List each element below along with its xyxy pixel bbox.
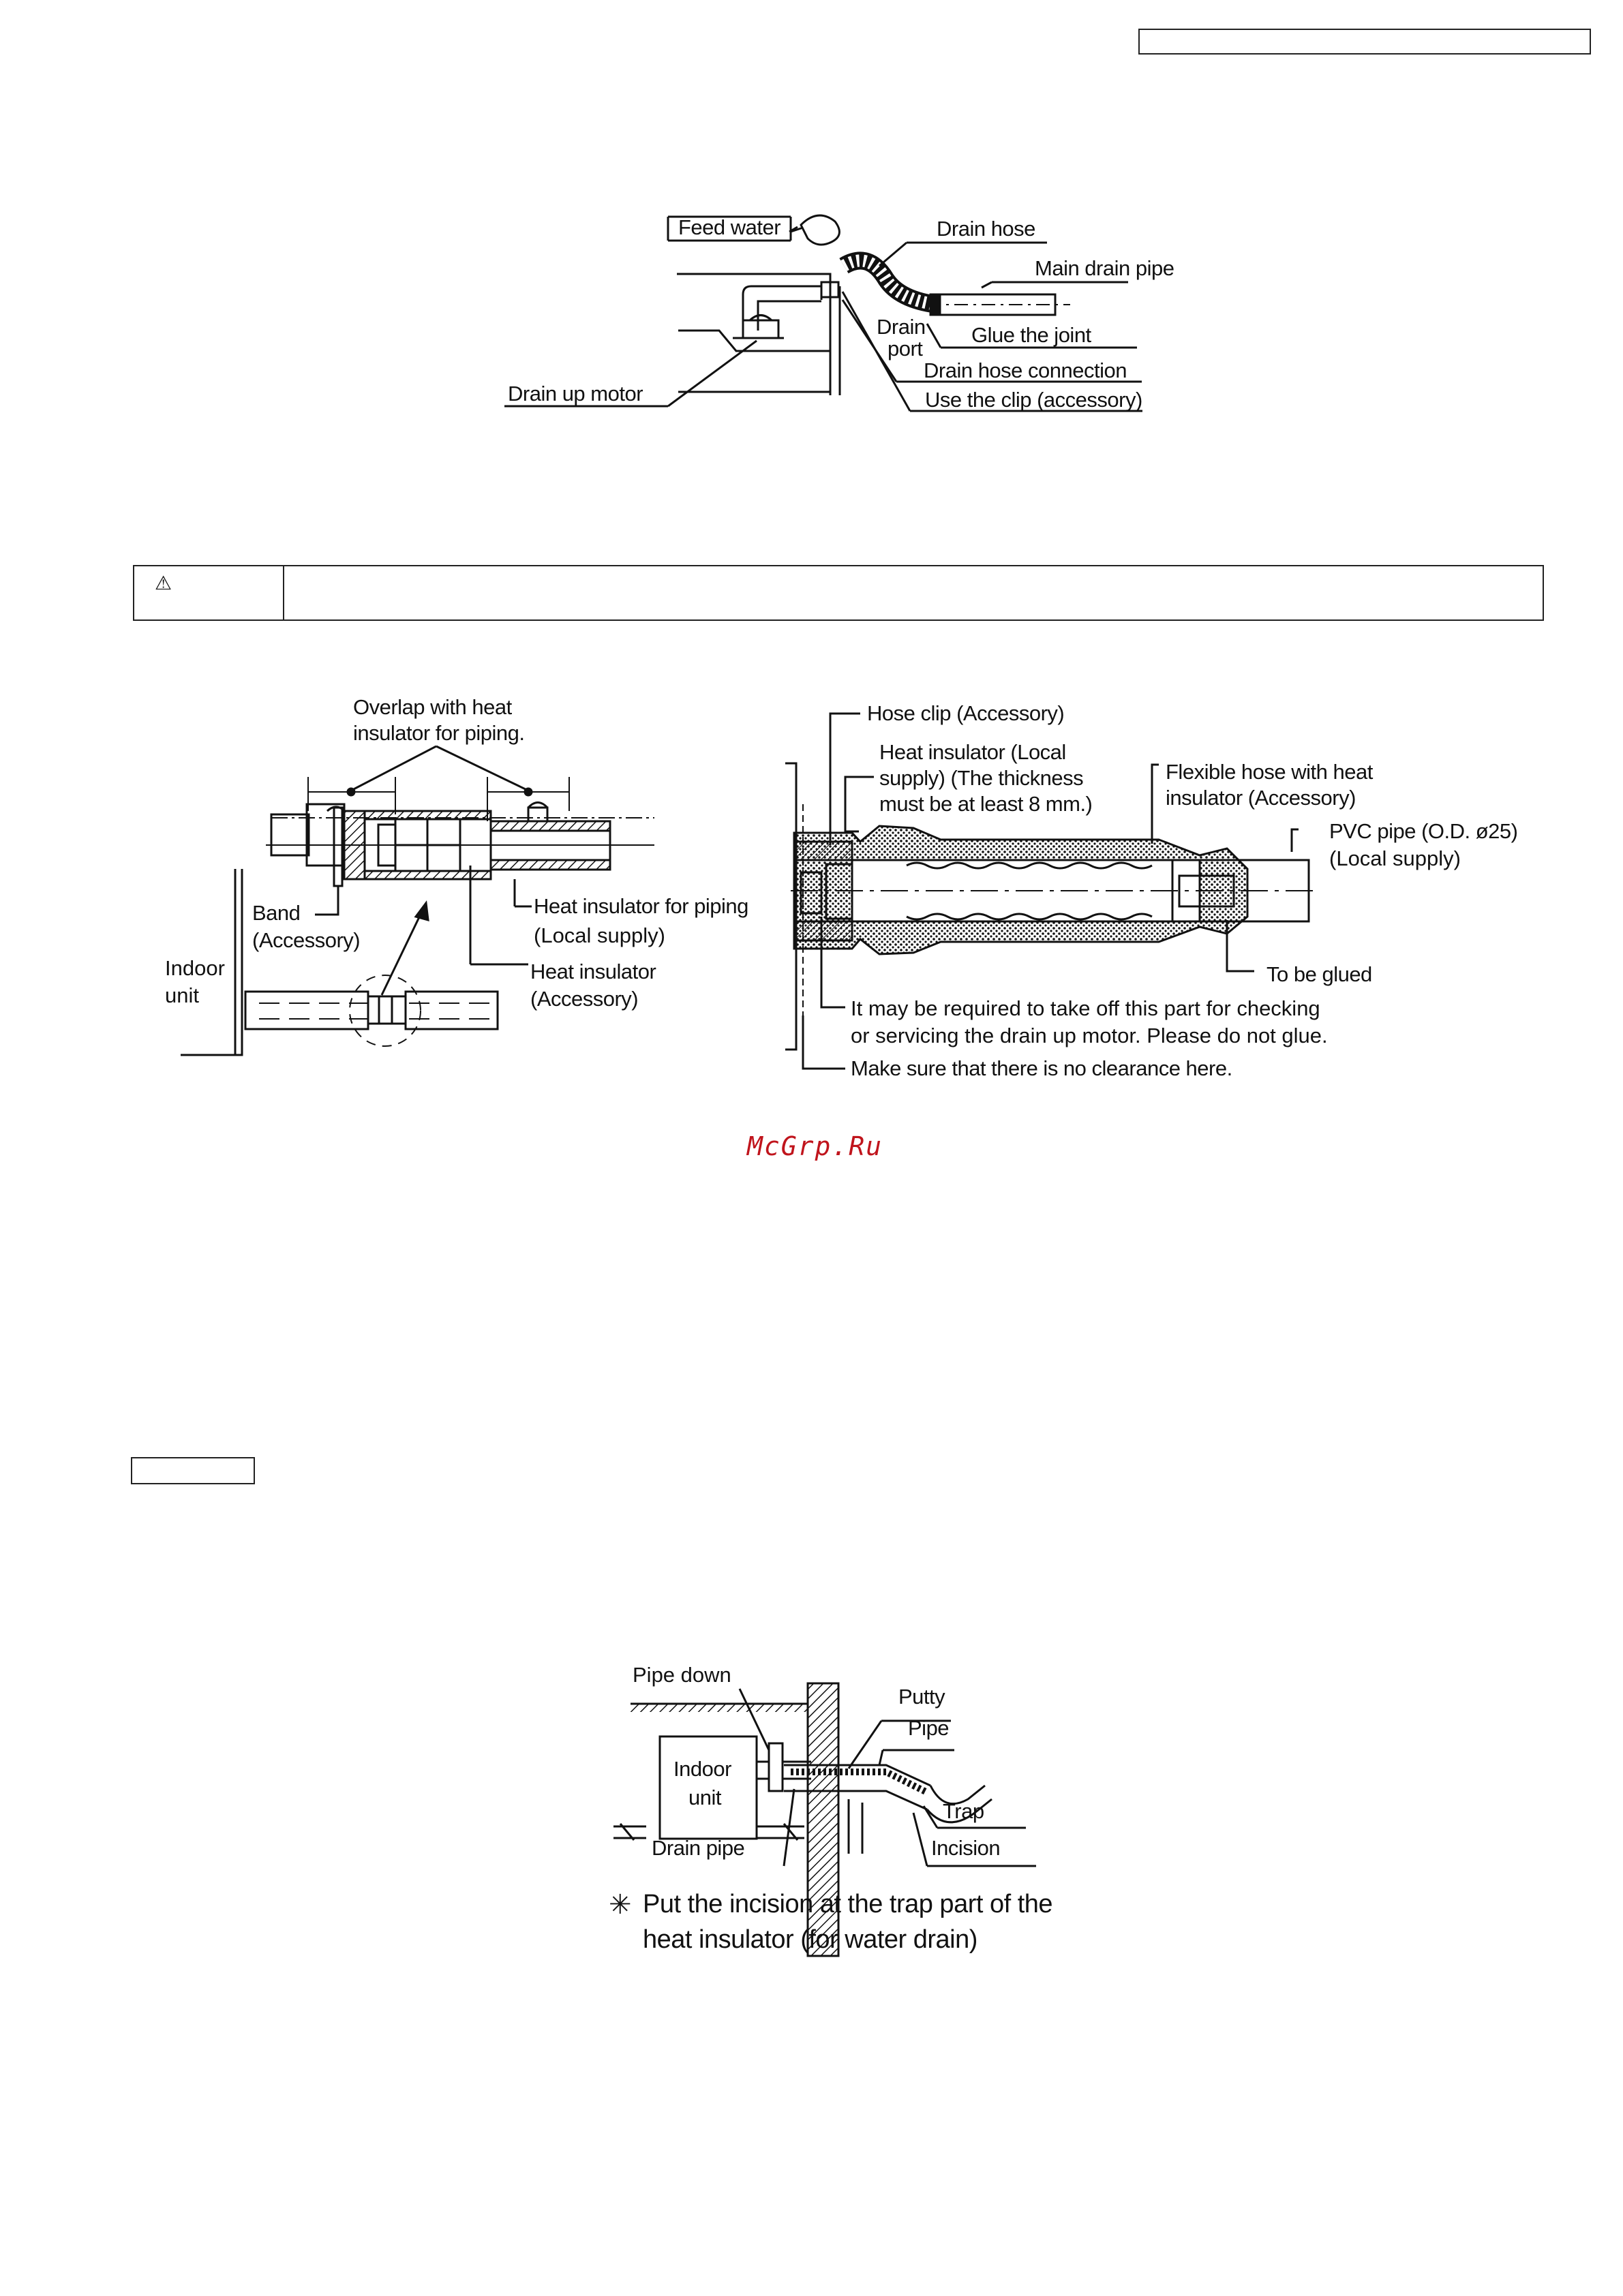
glue-the-joint-label: Glue the joint bbox=[971, 323, 1091, 347]
caution-divider bbox=[283, 566, 284, 619]
fig1-drawing bbox=[504, 214, 1142, 412]
feed-water-label: Feed water bbox=[678, 215, 781, 239]
caution-box: ⚠ bbox=[133, 565, 1544, 621]
incision-label: Incision bbox=[931, 1836, 1001, 1860]
heat-insulator-piping-label: Heat insulator for piping bbox=[534, 894, 748, 918]
indoor-unit-box-line2: unit bbox=[688, 1786, 721, 1809]
to-be-glued-label: To be glued bbox=[1266, 962, 1372, 986]
pipe-label: Pipe bbox=[908, 1716, 950, 1740]
incision-note-line2: heat insulator (for water drain) bbox=[643, 1925, 977, 1954]
band-label-line1: Band bbox=[252, 901, 301, 925]
watermark-text: McGrp.Ru bbox=[747, 1131, 883, 1161]
indoor-unit-label-line1: Indoor bbox=[165, 956, 225, 980]
trap-label: Trap bbox=[943, 1799, 984, 1823]
drain-port-label-line1: Drain bbox=[877, 315, 926, 339]
drain-hose-connection-label: Drain hose connection bbox=[924, 358, 1127, 382]
header-code-box bbox=[1138, 29, 1591, 55]
indoor-unit-label-line2: unit bbox=[165, 983, 199, 1007]
band-label-line2: (Accessory) bbox=[252, 928, 361, 952]
overlap-label-line1: Overlap with heat bbox=[353, 695, 512, 719]
no-clearance-label: Make sure that there is no clearance her… bbox=[851, 1056, 1232, 1080]
heat-insulator-local-line3: must be at least 8 mm.) bbox=[879, 792, 1093, 816]
warning-triangle-icon: ⚠ bbox=[155, 572, 172, 594]
indoor-unit-box-line1: Indoor bbox=[673, 1757, 731, 1781]
flexible-hose-label-line2: insulator (Accessory) bbox=[1166, 786, 1356, 810]
drain-hose-label: Drain hose bbox=[937, 217, 1035, 241]
may-be-required-line2: or servicing the drain up motor. Please … bbox=[851, 1024, 1328, 1047]
incision-note-line1: Put the incision at the trap part of the bbox=[643, 1890, 1053, 1918]
use-the-clip-label: Use the clip (accessory) bbox=[925, 388, 1142, 412]
drain-up-motor-label: Drain up motor bbox=[508, 382, 643, 405]
pvc-local-supply-label: (Local supply) bbox=[1329, 846, 1461, 870]
drain-port-label-line2: port bbox=[888, 337, 923, 361]
local-supply-label: (Local supply) bbox=[534, 923, 665, 947]
note-asterisk-icon: ✳ bbox=[609, 1890, 632, 1920]
heat-insulator-local-line1: Heat insulator (Local bbox=[879, 740, 1066, 764]
putty-label: Putty bbox=[898, 1685, 945, 1709]
may-be-required-line1: It may be required to take off this part… bbox=[851, 996, 1320, 1020]
fig4-drawing bbox=[613, 1682, 1036, 1957]
overlap-label-line2: insulator for piping. bbox=[353, 721, 525, 745]
section-heading-box bbox=[131, 1457, 255, 1484]
fig3-drawing bbox=[785, 712, 1316, 1070]
heat-insulator-label: Heat insulator bbox=[530, 960, 656, 983]
fig2-drawing bbox=[181, 745, 654, 1056]
pipe-down-label: Pipe down bbox=[633, 1663, 731, 1687]
main-drain-pipe-label: Main drain pipe bbox=[1035, 256, 1174, 280]
flexible-hose-label-line1: Flexible hose with heat bbox=[1166, 760, 1373, 784]
pvc-pipe-label: PVC pipe (O.D. ø25) bbox=[1329, 819, 1518, 843]
hose-clip-label: Hose clip (Accessory) bbox=[867, 701, 1065, 725]
heat-insulator-accessory-label: (Accessory) bbox=[530, 987, 639, 1011]
drain-pipe-label: Drain pipe bbox=[652, 1836, 745, 1860]
heat-insulator-local-line2: supply) (The thickness bbox=[879, 766, 1084, 790]
